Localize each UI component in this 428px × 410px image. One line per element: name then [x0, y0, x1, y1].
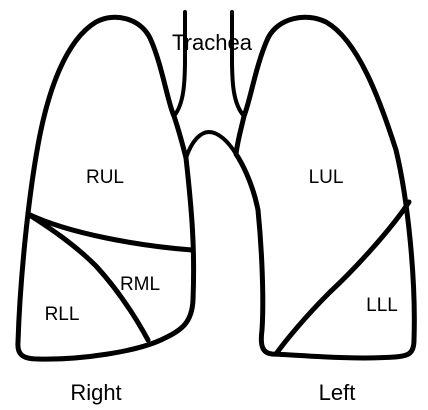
- carina: [186, 132, 236, 158]
- trachea-left-wall: [174, 12, 185, 116]
- lll-label: LLL: [366, 295, 398, 316]
- rml-label: RML: [120, 274, 160, 295]
- rll-label: RLL: [45, 304, 80, 325]
- left-oblique-fissure: [276, 202, 409, 354]
- trachea-label: Trachea: [172, 30, 253, 55]
- lul-label: LUL: [309, 167, 344, 188]
- rul-label: RUL: [86, 167, 124, 188]
- left-side-label: Left: [319, 380, 356, 405]
- right-side-label: Right: [70, 380, 121, 405]
- trachea-right-wall: [232, 12, 244, 116]
